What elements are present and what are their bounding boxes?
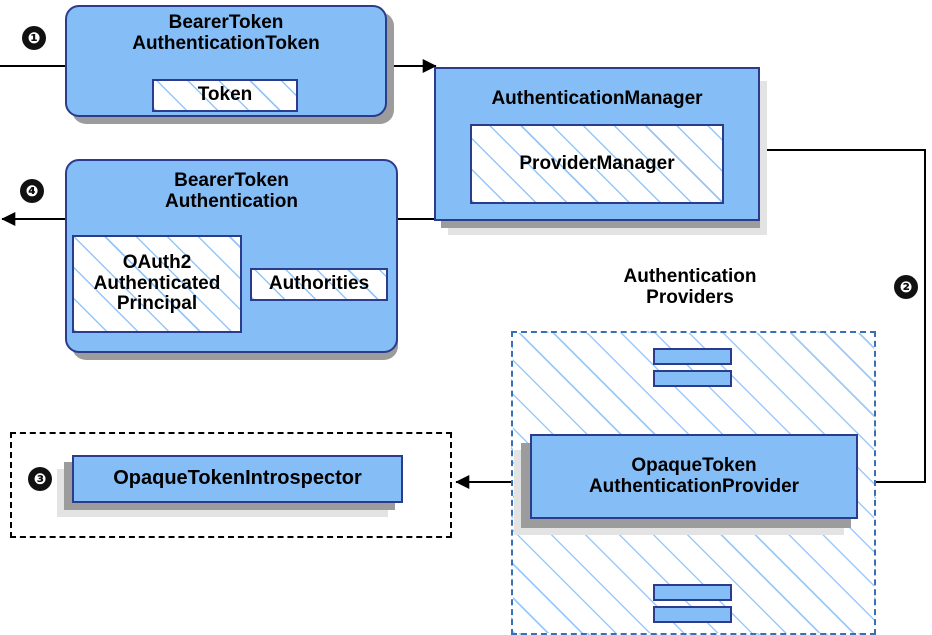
opaque-token-authentication-provider-title-line1: OpaqueToken <box>631 454 757 476</box>
provider-bar-bottom-2 <box>653 606 732 623</box>
step-badge-2: ❷ <box>894 275 918 299</box>
arrow-manager-to-provider <box>760 149 926 489</box>
bearer-token-authentication-title-line1: BearerToken <box>174 170 289 191</box>
opaque-token-authentication-provider-node[interactable]: OpaqueToken AuthenticationProvider <box>530 434 858 519</box>
authorities-inner-box[interactable]: Authorities <box>250 268 388 301</box>
authentication-manager-title: AuthenticationManager <box>491 88 703 109</box>
bearer-token-authentication-token-title-line2: AuthenticationToken <box>132 32 320 54</box>
opaque-token-authentication-provider-title-line2: AuthenticationProvider <box>588 475 800 497</box>
step-badge-3: ❸ <box>28 467 52 491</box>
step-badge-2-label: ❷ <box>899 278 913 296</box>
opaque-token-introspector-node[interactable]: OpaqueTokenIntrospector <box>72 455 403 503</box>
provider-bar-top-1 <box>653 348 732 365</box>
step-badge-4-label: ❹ <box>25 182 39 200</box>
step-badge-4: ❹ <box>20 179 44 203</box>
token-inner-label: Token <box>197 84 253 106</box>
provider-manager-label: ProviderManager <box>519 152 675 174</box>
bearer-token-authentication-title-line2: Authentication <box>165 190 298 212</box>
oauth2-authenticated-principal-line1: OAuth2 <box>122 251 192 273</box>
authentication-providers-label-line1: Authentication <box>623 266 757 287</box>
opaque-token-introspector-title: OpaqueTokenIntrospector <box>113 467 362 490</box>
oauth2-authenticated-principal-line3: Principal <box>116 293 198 315</box>
authentication-providers-label: Authentication Providers <box>570 266 810 309</box>
step-badge-1-label: ❶ <box>27 29 41 47</box>
oauth2-authenticated-principal-line2: Authenticated <box>93 272 221 294</box>
provider-manager-inner-box[interactable]: ProviderManager <box>470 124 724 204</box>
bearer-token-authentication-token-title-line1: BearerToken <box>168 12 284 33</box>
oauth2-authenticated-principal-inner-box[interactable]: OAuth2 Authenticated Principal <box>72 235 242 333</box>
step-badge-1: ❶ <box>22 26 46 50</box>
provider-bar-bottom-1 <box>653 584 732 601</box>
authorities-label: Authorities <box>268 273 370 295</box>
provider-bar-top-2 <box>653 370 732 387</box>
token-inner-box[interactable]: Token <box>152 79 298 112</box>
authentication-providers-label-line2: Providers <box>646 287 734 309</box>
step-badge-3-label: ❸ <box>33 470 47 488</box>
